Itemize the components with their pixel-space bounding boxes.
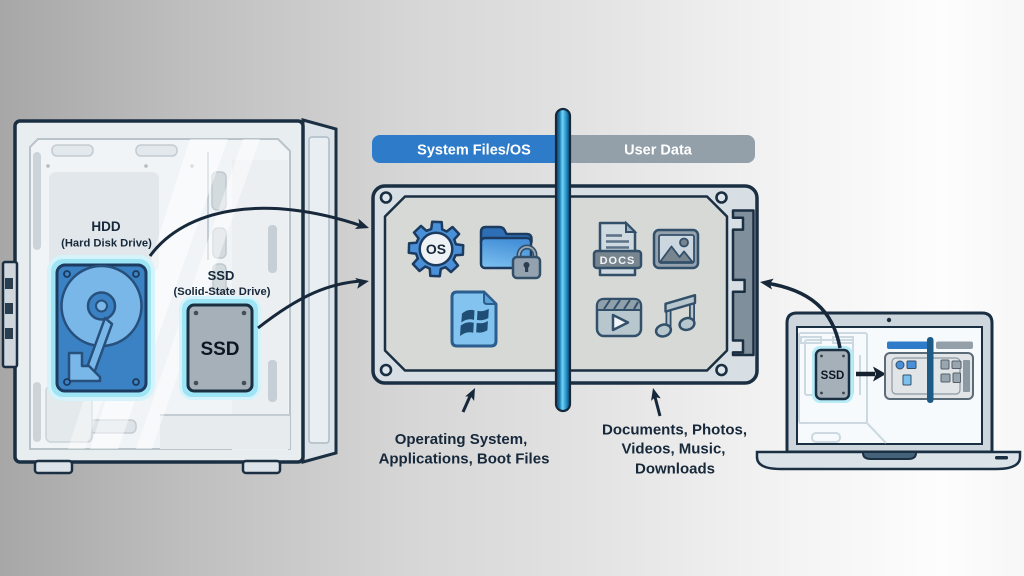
svg-text:Downloads: Downloads bbox=[635, 461, 715, 478]
svg-text:(Solid-State Drive): (Solid-State Drive) bbox=[174, 286, 271, 298]
svg-text:System Files/OS: System Files/OS bbox=[417, 143, 531, 159]
svg-text:HDD: HDD bbox=[91, 219, 120, 234]
svg-text:SSD: SSD bbox=[208, 268, 235, 283]
svg-text:Applications, Boot Files: Applications, Boot Files bbox=[379, 451, 550, 468]
svg-text:Videos, Music,: Videos, Music, bbox=[622, 441, 726, 458]
svg-text:(Hard Disk Drive): (Hard Disk Drive) bbox=[61, 238, 152, 250]
svg-text:OS: OS bbox=[426, 241, 446, 257]
svg-text:DOCS: DOCS bbox=[600, 255, 636, 267]
svg-text:SSD: SSD bbox=[200, 339, 239, 360]
svg-text:Documents, Photos,: Documents, Photos, bbox=[602, 422, 747, 439]
svg-text:SSD: SSD bbox=[821, 370, 845, 382]
svg-text:User Data: User Data bbox=[624, 143, 693, 159]
svg-text:Operating System,: Operating System, bbox=[395, 431, 528, 448]
